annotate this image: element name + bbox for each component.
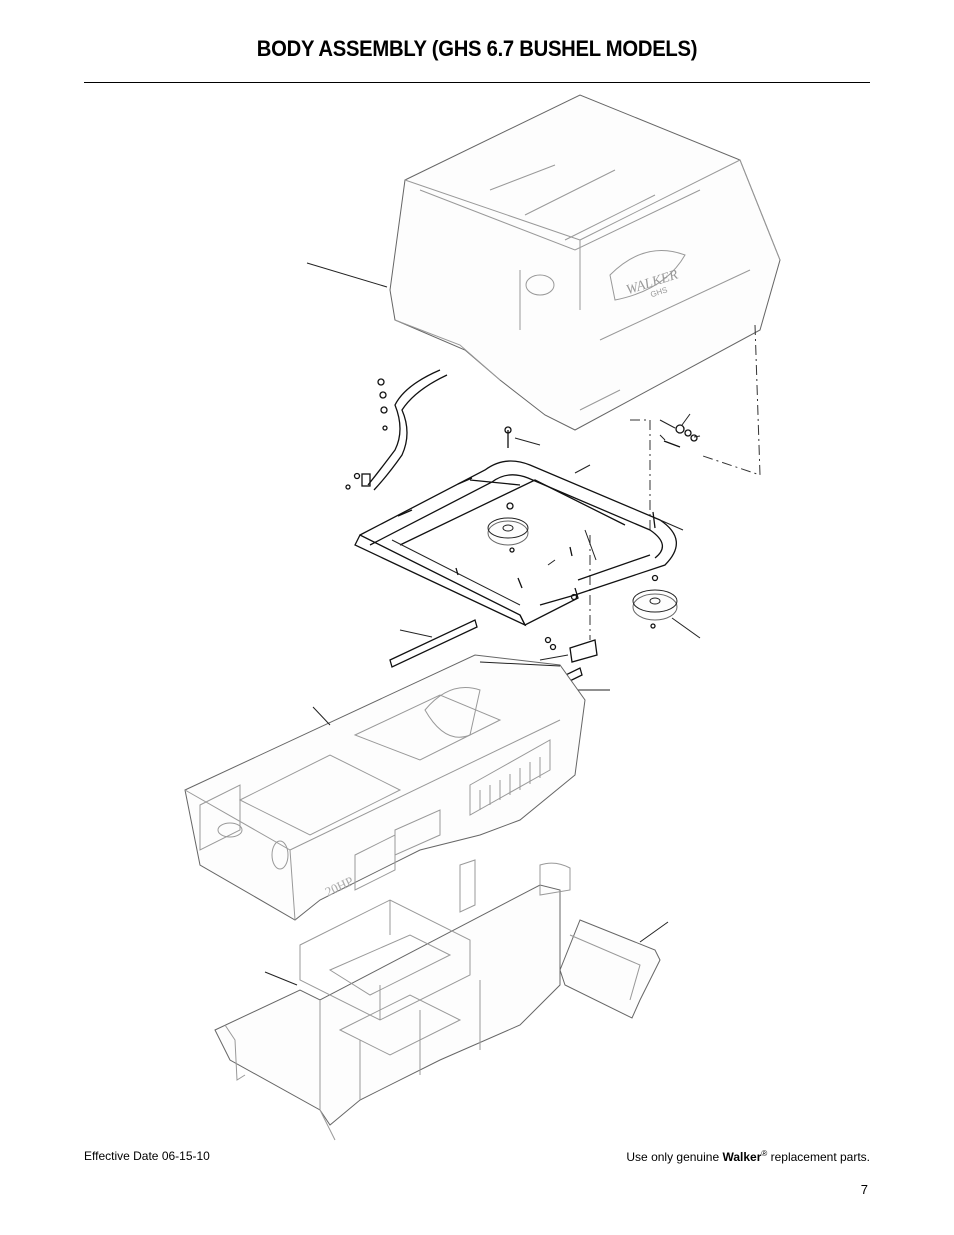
title-divider xyxy=(84,82,870,83)
effective-date: Effective Date 06-15-10 xyxy=(84,1149,210,1163)
exploded-parts-diagram: WALKER GHS xyxy=(184,94,781,1141)
latch-bracket xyxy=(539,593,598,663)
page-number: 7 xyxy=(860,1182,868,1197)
footer-text-after-brand: replacement parts. xyxy=(767,1150,870,1164)
left-bumper-pad xyxy=(487,502,529,553)
tractor-body: 20HP xyxy=(184,654,586,921)
right-bumper-pad xyxy=(632,574,701,639)
frame-bolts xyxy=(397,426,684,589)
chassis-frame xyxy=(214,859,571,1141)
latch-strap-assembly xyxy=(345,369,448,491)
footer-text-before-brand: Use only genuine xyxy=(626,1150,723,1164)
footer-notice: Use only genuine Walker® replacement par… xyxy=(626,1149,870,1164)
hopper-assembly: WALKER GHS xyxy=(306,94,781,431)
hinge-hardware-cluster xyxy=(659,413,701,448)
footer-brand: Walker xyxy=(722,1150,762,1164)
rear-shield xyxy=(559,919,669,1019)
registered-mark: ® xyxy=(761,1149,768,1158)
page-title: BODY ASSEMBLY (GHS 6.7 BUSHEL MODELS) xyxy=(256,36,698,61)
